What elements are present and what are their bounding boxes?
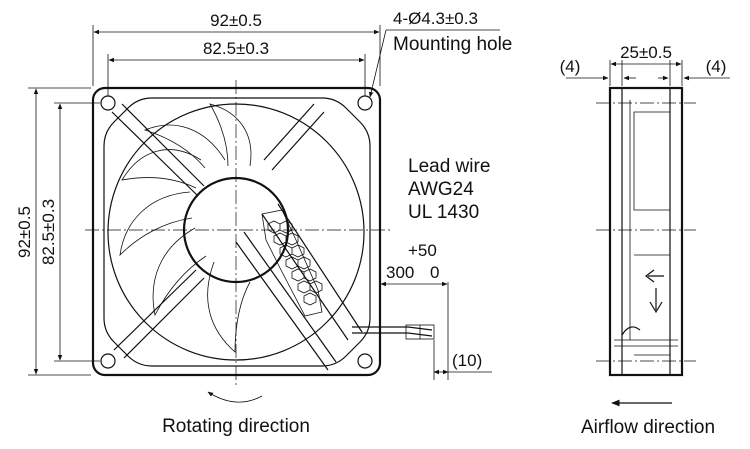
mounting-hole-callout: 4-Ø4.3±0.3 Mounting hole (368, 9, 512, 98)
side-body-outline (608, 86, 684, 377)
rotating-direction-label: Rotating direction (162, 416, 310, 437)
mounting-hole-spec: 4-Ø4.3±0.3 (393, 9, 478, 28)
lead-wire-note: Lead wire AWG24 UL 1430 (408, 156, 490, 223)
side-view: 25±0.5 (4) (4) Airflow direction (560, 43, 730, 438)
lead-wire-title: Lead wire (408, 156, 490, 177)
airflow-direction-label: Airflow direction (581, 417, 715, 438)
dim-strip-length: (10) (433, 340, 492, 380)
mounting-hole (100, 353, 116, 369)
dim-outer-height-label: 92±0.5 (15, 206, 34, 258)
dim-flange-right-label: (4) (706, 57, 727, 76)
fan-blades (119, 103, 252, 353)
dim-lead-length: +50 300 0 (379, 241, 449, 380)
dim-hole-pitch-height: 82.5±0.3 (39, 102, 100, 362)
dim-flange-left-label: (4) (560, 57, 581, 76)
lead-length-tolerance-lower: 0 (430, 263, 439, 282)
dim-depth-label: 25±0.5 (620, 43, 672, 62)
mounting-hole (357, 353, 373, 369)
rotation-arrow-icon (207, 391, 263, 403)
frame-struts (111, 103, 363, 371)
lead-length-tolerance-upper: +50 (408, 241, 437, 260)
dim-outer-width: 92±0.5 (92, 11, 381, 86)
front-view: 92±0.5 82.5±0.3 92±0.5 82.5±0.3 4-Ø (15, 9, 512, 437)
strip-length-label: (10) (452, 351, 482, 370)
lead-wire-gauge: AWG24 (408, 179, 474, 200)
lead-wire (352, 326, 433, 331)
dim-outer-width-label: 92±0.5 (210, 11, 262, 30)
dim-outer-height: 92±0.5 (15, 87, 91, 376)
wire-channel-pattern (261, 209, 323, 317)
fan-venturi-outline (103, 97, 371, 367)
mounting-hole (100, 95, 116, 111)
fan-frame-outline (91, 86, 382, 377)
mounting-hole (357, 95, 373, 111)
dim-hole-pitch-width-label: 82.5±0.3 (203, 39, 269, 58)
lead-wire-standard: UL 1430 (408, 202, 479, 223)
lead-length-value: 300 (386, 263, 414, 282)
lead-wire (352, 332, 433, 337)
airflow-mark-icon (645, 269, 664, 283)
dim-hole-pitch-width: 82.5±0.3 (107, 39, 366, 96)
rotation-mark-icon (649, 288, 663, 314)
mounting-hole-label: Mounting hole (393, 34, 512, 55)
lead-wires (352, 324, 435, 340)
dim-hole-pitch-height-label: 82.5±0.3 (39, 199, 58, 265)
